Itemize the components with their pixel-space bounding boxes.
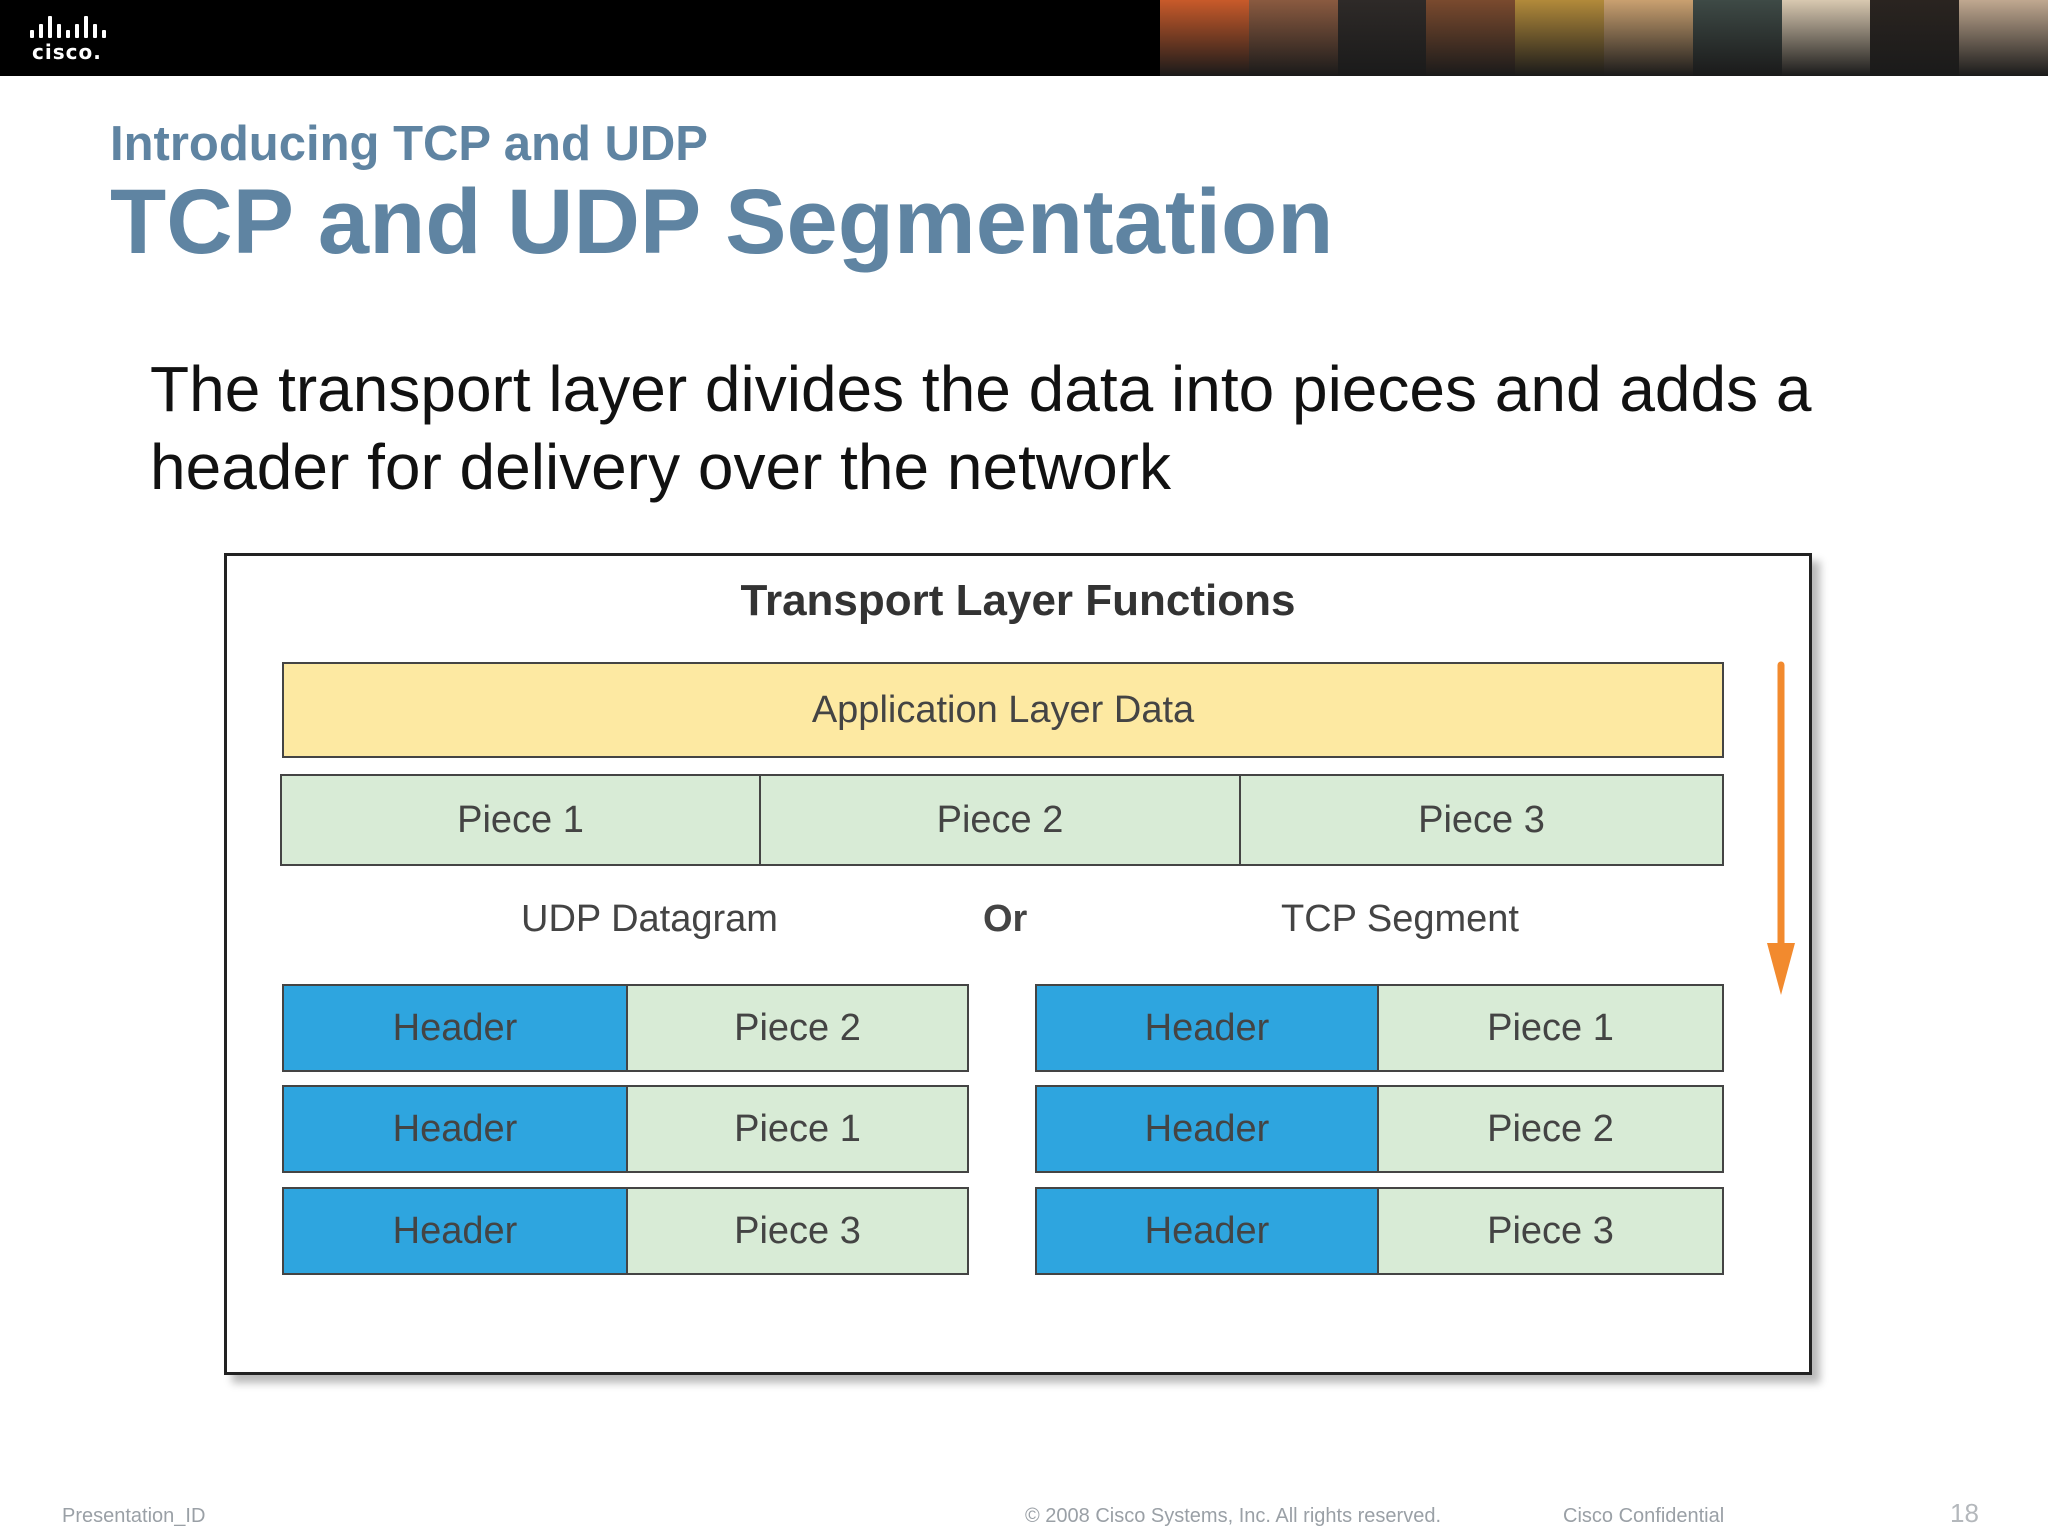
tcp-segment-label: TCP Segment (1281, 898, 1519, 940)
piece-2-box: Piece 2 (759, 774, 1241, 866)
udp-datagram-label: UDP Datagram (521, 898, 778, 940)
logo-wordmark: cisco. (32, 40, 102, 64)
banner-photo-tile (1426, 0, 1516, 76)
slide-subtitle: Introducing TCP and UDP (110, 117, 708, 171)
banner-photo-tile (1515, 0, 1604, 76)
banner-photo-tile (1959, 0, 2048, 76)
piece-1-box: Piece 1 (280, 774, 761, 866)
tcp-piece-3: Piece 3 (1377, 1187, 1724, 1275)
banner-photo-tile (1692, 0, 1782, 76)
or-label: Or (983, 898, 1028, 940)
photo-banner (1160, 0, 2048, 76)
tcp-header-3: Header (1035, 1187, 1379, 1275)
udp-piece-1: Piece 2 (626, 984, 969, 1072)
slide-body-text: The transport layer divides the data int… (150, 353, 1812, 503)
tcp-piece-2: Piece 2 (1377, 1085, 1724, 1173)
banner-photo-tile (1603, 0, 1693, 76)
diagram-title: Transport Layer Functions (740, 576, 1296, 625)
footer-copyright: © 2008 Cisco Systems, Inc. All rights re… (1025, 1505, 1442, 1527)
udp-header-1: Header (282, 984, 628, 1072)
page-number: 18 (1950, 1498, 1979, 1528)
banner-photo-tile (1160, 0, 1249, 76)
cisco-logo: cisco. (28, 10, 148, 66)
cisco-logo-bars-icon (30, 16, 116, 38)
footer-presentation-id: Presentation_ID (62, 1505, 206, 1527)
down-arrow-icon (1767, 661, 1795, 995)
udp-piece-3: Piece 3 (626, 1187, 969, 1275)
transport-layer-diagram: Transport Layer Functions Application La… (224, 553, 1812, 1375)
banner-photo-tile (1870, 0, 1960, 76)
piece-3-box: Piece 3 (1239, 774, 1724, 866)
banner-photo-tile (1248, 0, 1338, 76)
application-layer-data-box: Application Layer Data (282, 662, 1724, 758)
slide-title: TCP and UDP Segmentation (110, 171, 1334, 273)
banner-photo-tile (1337, 0, 1427, 76)
top-banner: cisco. (0, 0, 2048, 76)
banner-photo-tile (1781, 0, 1871, 76)
tcp-header-1: Header (1035, 984, 1379, 1072)
tcp-header-2: Header (1035, 1085, 1379, 1173)
udp-header-2: Header (282, 1085, 628, 1173)
footer-confidential: Cisco Confidential (1563, 1505, 1725, 1527)
tcp-piece-1: Piece 1 (1377, 984, 1724, 1072)
udp-piece-2: Piece 1 (626, 1085, 969, 1173)
udp-header-3: Header (282, 1187, 628, 1275)
